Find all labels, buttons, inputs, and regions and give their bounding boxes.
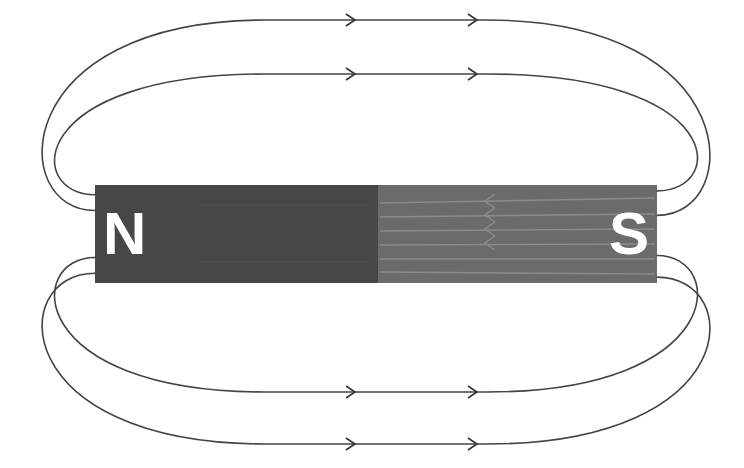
pole-letter: S: [609, 204, 649, 264]
field-line: [55, 68, 698, 195]
field-line: [42, 14, 710, 215]
pole-letter: N: [103, 204, 146, 264]
magnet-pole: S: [378, 185, 657, 283]
south-half: [378, 185, 657, 283]
internal-field-lines: [380, 194, 655, 274]
field-line: [55, 256, 698, 398]
field-line: [42, 273, 710, 450]
north-half: [95, 185, 379, 283]
magnet-pole: N: [95, 185, 379, 283]
